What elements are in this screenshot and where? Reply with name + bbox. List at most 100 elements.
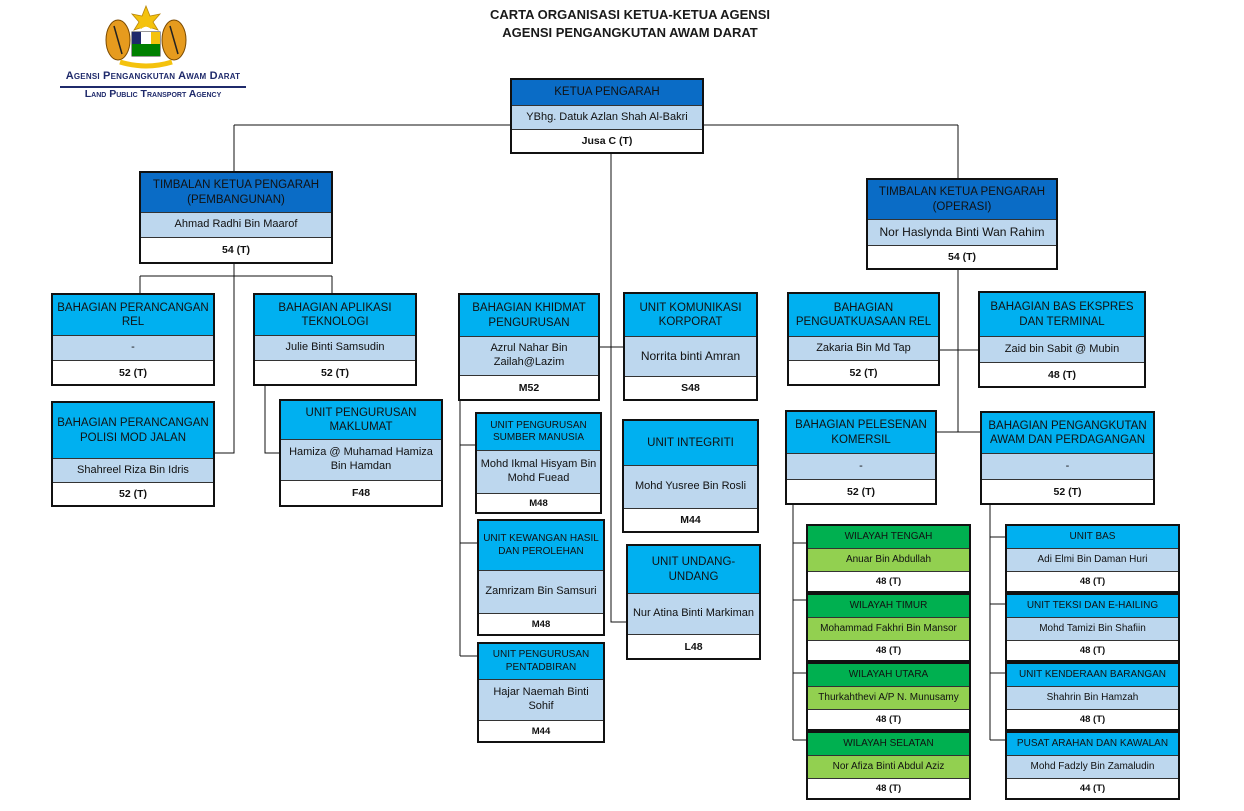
box-grade: F48 — [351, 487, 371, 499]
logo-divider — [60, 86, 246, 88]
box-name: Mohammad Fakhri Bin Mansor — [808, 618, 969, 641]
box-wilayah-utara: WILAYAH UTARA Thurkahthevi A/P N. Munusa… — [806, 662, 971, 731]
box-name: Julie Binti Samsudin — [255, 336, 415, 361]
box-title: UNIT KENDERAAN BARANGAN — [1007, 664, 1178, 687]
box-grade: 52 (T) — [849, 366, 878, 379]
box-grade: 48 (T) — [1047, 368, 1076, 381]
box-name: Mohd Yusree Bin Rosli — [624, 466, 757, 509]
box-kenderaan-barangan: UNIT KENDERAAN BARANGAN Shahrin Bin Hamz… — [1005, 662, 1180, 731]
box-grade: 52 (T) — [1053, 485, 1082, 498]
box-name: Shahreel Riza Bin Idris — [53, 459, 213, 483]
box-grade: 44 (T) — [1079, 783, 1106, 794]
box-title: BAHAGIAN PERANCANGAN REL — [53, 295, 213, 336]
box-bas-ekspres: BAHAGIAN BAS EKSPRES DAN TERMINAL Zaid b… — [978, 291, 1146, 388]
box-ketua-pengarah: KETUA PENGARAH YBhg. Datuk Azlan Shah Al… — [510, 78, 704, 154]
box-title: UNIT INTEGRITI — [624, 421, 757, 466]
box-undang-undang: UNIT UNDANG-UNDANG Nur Atina Binti Marki… — [626, 544, 761, 660]
box-penguatkuasaan-rel: BAHAGIAN PENGUATKUASAAN REL Zakaria Bin … — [787, 292, 940, 386]
box-grade: 48 (T) — [1079, 645, 1106, 656]
box-name: Nor Afiza Binti Abdul Aziz — [808, 756, 969, 779]
box-title: KETUA PENGARAH — [512, 80, 702, 106]
box-title: BAHAGIAN BAS EKSPRES DAN TERMINAL — [980, 293, 1144, 337]
box-name: Zaid bin Sabit @ Mubin — [980, 337, 1144, 363]
box-name: Mohd Tamizi Bin Shafiin — [1007, 618, 1178, 641]
box-wilayah-selatan: WILAYAH SELATAN Nor Afiza Binti Abdul Az… — [806, 731, 971, 800]
box-name: Hajar Naemah Binti Sohif — [479, 680, 603, 721]
box-name: Nur Atina Binti Markiman — [628, 594, 759, 635]
box-title: BAHAGIAN KHIDMAT PENGURUSAN — [460, 295, 598, 337]
box-title: UNIT PENGURUSAN PENTADBIRAN — [479, 644, 603, 680]
box-grade: M52 — [518, 381, 540, 394]
box-name: YBhg. Datuk Azlan Shah Al-Bakri — [512, 106, 702, 130]
chart-subtitle: AGENSI PENGANGKUTAN AWAM DARAT — [502, 25, 758, 40]
box-pentadbiran: UNIT PENGURUSAN PENTADBIRAN Hajar Naemah… — [477, 642, 605, 743]
box-sumber-manusia: UNIT PENGURUSAN SUMBER MANUSIA Mohd Ikma… — [475, 412, 602, 514]
box-grade: M44 — [531, 725, 551, 737]
box-grade: 48 (T) — [1079, 714, 1106, 725]
box-grade: 54 (T) — [947, 251, 976, 263]
box-name: - — [982, 454, 1153, 480]
box-grade: M44 — [680, 514, 701, 526]
box-unit-bas: UNIT BAS Adi Elmi Bin Daman Huri 48 (T) — [1005, 524, 1180, 593]
box-perancangan-polisi: BAHAGIAN PERANCANGAN POLISI MOD JALAN Sh… — [51, 401, 215, 507]
box-pengangkutan-awam: BAHAGIAN PENGANGKUTAN AWAM DAN PERDAGANG… — [980, 411, 1155, 505]
box-grade: S48 — [681, 382, 700, 394]
box-title: BAHAGIAN APLIKASI TEKNOLOGI — [255, 295, 415, 336]
box-title: BAHAGIAN PENGUATKUASAAN REL — [789, 294, 938, 337]
box-grade: 48 (T) — [875, 645, 902, 656]
box-name: Mohd Ikmal Hisyam Bin Mohd Fuead — [477, 451, 600, 494]
box-name: - — [787, 454, 935, 480]
box-name: Ahmad Radhi Bin Maarof — [141, 213, 331, 238]
box-tkp-operasi: TIMBALAN KETUA PENGARAH (OPERASI) Nor Ha… — [866, 178, 1058, 270]
agency-name-en: Land Public Transport Agency — [84, 88, 222, 100]
box-aplikasi-teknologi: BAHAGIAN APLIKASI TEKNOLOGI Julie Binti … — [253, 293, 417, 386]
box-grade: 48 (T) — [875, 783, 902, 794]
box-name: Mohd Fadzly Bin Zamaludin — [1007, 756, 1178, 779]
box-title: WILAYAH UTARA — [808, 664, 969, 687]
box-khidmat-pengurusan: BAHAGIAN KHIDMAT PENGURUSAN Azrul Nahar … — [458, 293, 600, 401]
box-name: Zamrizam Bin Samsuri — [479, 571, 603, 614]
box-name: Zakaria Bin Md Tap — [789, 337, 938, 361]
box-title: WILAYAH SELATAN — [808, 733, 969, 756]
box-name: Shahrin Bin Hamzah — [1007, 687, 1178, 710]
box-grade: 52 (T) — [846, 485, 875, 498]
chart-title: CARTA ORGANISASI KETUA-KETUA AGENSI — [490, 7, 770, 22]
box-title: UNIT PENGURUSAN SUMBER MANUSIA — [477, 414, 600, 451]
box-pengurusan-maklumat: UNIT PENGURUSAN MAKLUMAT Hamiza @ Muhama… — [279, 399, 443, 507]
box-title: WILAYAH TENGAH — [808, 526, 969, 549]
box-name: - — [53, 336, 213, 361]
box-title: UNIT BAS — [1007, 526, 1178, 549]
box-grade: L48 — [684, 640, 703, 653]
box-title: UNIT KEWANGAN HASIL DAN PEROLEHAN — [479, 521, 603, 571]
box-wilayah-tengah: WILAYAH TENGAH Anuar Bin Abdullah 48 (T) — [806, 524, 971, 593]
box-title: UNIT PENGURUSAN MAKLUMAT — [281, 401, 441, 440]
box-name: Anuar Bin Abdullah — [808, 549, 969, 572]
box-title: TIMBALAN KETUA PENGARAH (OPERASI) — [868, 180, 1056, 220]
box-pelesenan-komersil: BAHAGIAN PELESENAN KOMERSIL - 52 (T) — [785, 410, 937, 505]
box-name: Thurkahthevi A/P N. Munusamy — [808, 687, 969, 710]
box-grade: M48 — [531, 618, 551, 630]
box-name: Norrita binti Amran — [625, 337, 756, 377]
box-kewangan: UNIT KEWANGAN HASIL DAN PEROLEHAN Zamriz… — [477, 519, 605, 636]
box-grade: 52 (T) — [118, 366, 147, 379]
box-name: Hamiza @ Muhamad Hamiza Bin Hamdan — [281, 440, 441, 481]
box-name: Adi Elmi Bin Daman Huri — [1007, 549, 1178, 572]
box-title: BAHAGIAN PERANCANGAN POLISI MOD JALAN — [53, 403, 213, 459]
box-komunikasi: UNIT KOMUNIKASI KORPORAT Norrita binti A… — [623, 292, 758, 401]
box-title: WILAYAH TIMUR — [808, 595, 969, 618]
box-title: PUSAT ARAHAN DAN KAWALAN — [1007, 733, 1178, 756]
agency-name-ms: Agensi Pengangkutan Awam Darat — [65, 70, 241, 82]
box-integriti: UNIT INTEGRITI Mohd Yusree Bin Rosli M44 — [622, 419, 759, 533]
box-grade: 54 (T) — [221, 244, 250, 256]
box-perancangan-rel: BAHAGIAN PERANCANGAN REL - 52 (T) — [51, 293, 215, 386]
box-grade: M48 — [529, 497, 548, 509]
box-wilayah-timur: WILAYAH TIMUR Mohammad Fakhri Bin Mansor… — [806, 593, 971, 662]
box-tkp-pembangunan: TIMBALAN KETUA PENGARAH (PEMBANGUNAN) Ah… — [139, 171, 333, 264]
box-grade: 48 (T) — [875, 576, 902, 587]
box-title: UNIT KOMUNIKASI KORPORAT — [625, 294, 756, 337]
box-name: Nor Haslynda Binti Wan Rahim — [868, 220, 1056, 246]
box-title: BAHAGIAN PELESENAN KOMERSIL — [787, 412, 935, 454]
box-title: UNIT TEKSI DAN E-HAILING — [1007, 595, 1178, 618]
apad-logo: Agensi Pengangkutan Awam Darat Land Publ… — [58, 4, 248, 104]
box-name: Azrul Nahar Bin Zailah@Lazim — [460, 337, 598, 376]
